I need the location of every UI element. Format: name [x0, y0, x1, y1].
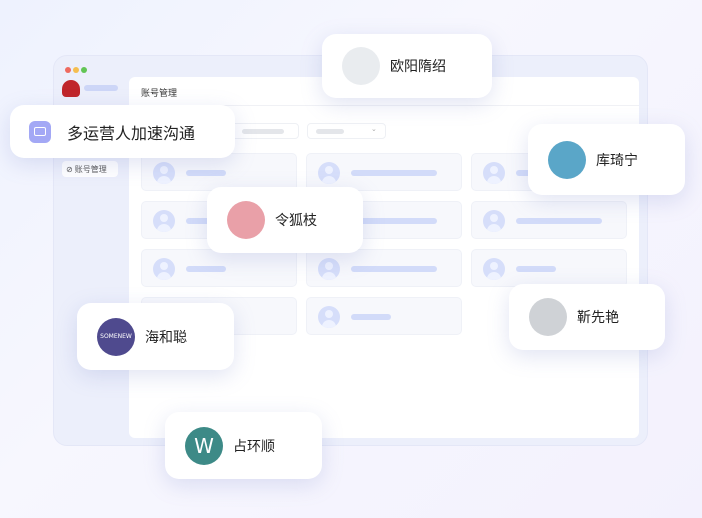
avatar-logo-text: SOMENEW — [100, 333, 132, 340]
account-placeholder-card[interactable] — [141, 249, 297, 287]
chat-icon — [29, 120, 51, 143]
avatar-placeholder-icon — [153, 162, 175, 184]
account-name: 占环顺 — [233, 438, 275, 455]
name-placeholder — [351, 170, 437, 176]
name-placeholder — [186, 170, 226, 176]
minimize-dot[interactable] — [73, 67, 79, 73]
divider — [129, 105, 639, 106]
app-logo — [62, 80, 80, 97]
avatar: W — [185, 426, 223, 465]
name-placeholder — [351, 218, 437, 224]
avatar — [227, 201, 265, 239]
maximize-dot[interactable] — [81, 67, 87, 73]
account-name: 欧阳隋绍 — [390, 59, 446, 75]
account-placeholder-card[interactable] — [306, 297, 462, 335]
avatar — [529, 298, 567, 336]
account-name: 令狐枝 — [275, 213, 317, 229]
account-placeholder-card[interactable] — [141, 153, 297, 191]
name-placeholder — [351, 314, 391, 320]
banner-card: 多运营人加速沟通 — [10, 105, 235, 158]
account-name: 库琦宁 — [596, 152, 638, 169]
account-placeholder-card[interactable] — [471, 249, 627, 287]
app-name-placeholder — [84, 85, 118, 91]
avatar-logo-text: W — [194, 433, 214, 458]
name-placeholder — [516, 266, 556, 272]
name-placeholder — [351, 266, 437, 272]
account-placeholder-card[interactable] — [306, 249, 462, 287]
banner-label: 多运营人加速沟通 — [67, 123, 196, 143]
avatar — [548, 140, 586, 179]
account-card[interactable]: 欧阳隋绍 — [322, 34, 492, 98]
avatar-placeholder-icon — [483, 258, 505, 280]
name-placeholder — [516, 218, 602, 224]
account-card[interactable]: W 占环顺 — [165, 412, 322, 479]
chevron-down-icon: ⌄ — [371, 125, 377, 133]
close-dot[interactable] — [65, 67, 71, 73]
name-placeholder — [186, 266, 226, 272]
account-card[interactable]: 令狐枝 — [207, 187, 363, 253]
link-icon: ⊘ — [66, 164, 73, 174]
avatar-placeholder-icon — [483, 210, 505, 232]
avatar-placeholder-icon — [483, 162, 505, 184]
avatar: SOMENEW — [97, 317, 135, 356]
account-card[interactable]: 库琦宁 — [528, 124, 685, 195]
avatar-placeholder-icon — [153, 258, 175, 280]
account-name: 海和聪 — [145, 329, 187, 346]
avatar-placeholder-icon — [318, 306, 340, 328]
account-name: 靳先艳 — [577, 310, 619, 326]
account-placeholder-card[interactable] — [471, 201, 627, 239]
name-placeholder — [186, 218, 226, 224]
account-card[interactable]: SOMENEW 海和聪 — [77, 303, 234, 370]
avatar-placeholder-icon — [318, 258, 340, 280]
avatar-placeholder-icon — [318, 162, 340, 184]
account-card[interactable]: 靳先艳 — [509, 284, 665, 350]
account-placeholder-card[interactable] — [306, 153, 462, 191]
avatar — [342, 47, 380, 85]
page-title: 账号管理 — [141, 89, 178, 99]
filter-select[interactable]: ⌄ — [307, 123, 386, 139]
avatar-placeholder-icon — [153, 210, 175, 232]
sidebar-item-account-management[interactable]: ⊘ 账号管理 — [62, 161, 118, 177]
